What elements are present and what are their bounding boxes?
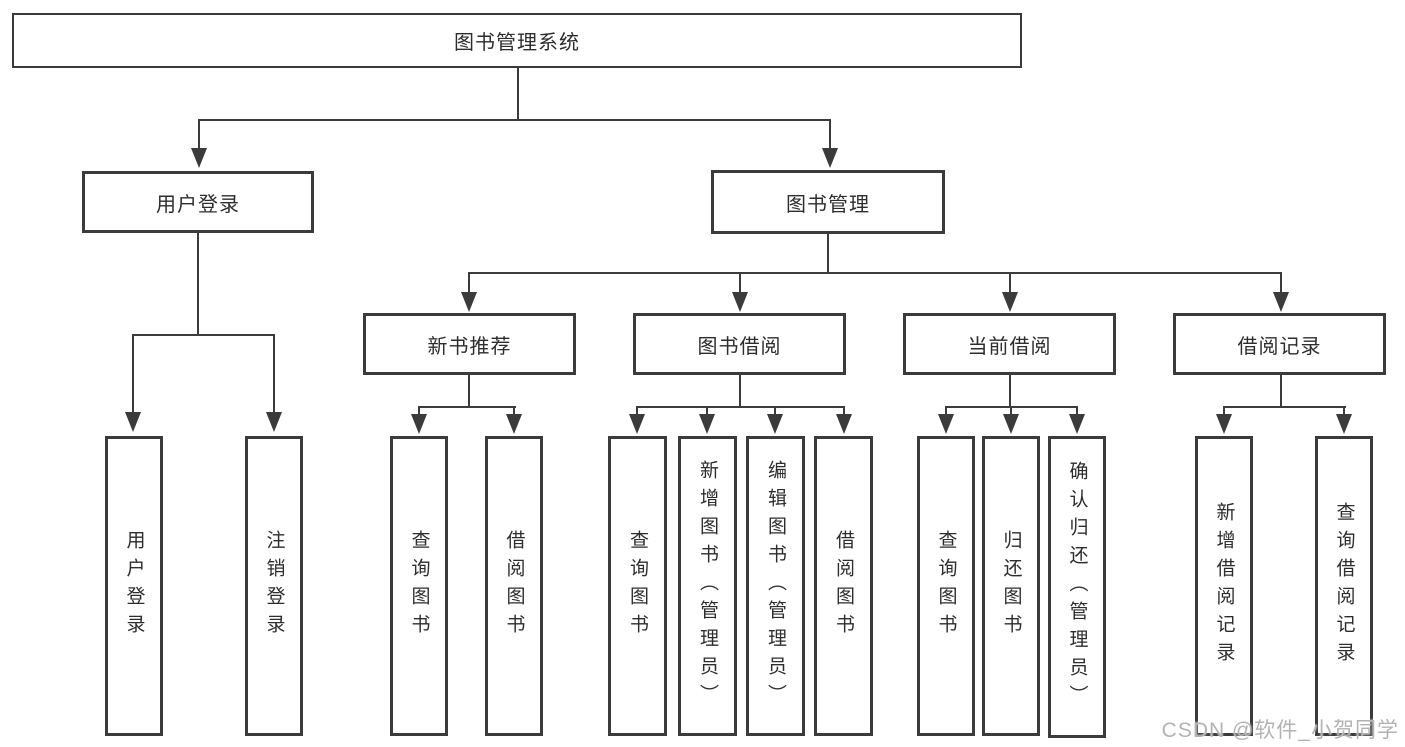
connector-hline	[1223, 406, 1346, 408]
leaf-query-books-2: 查询图书	[608, 436, 667, 736]
leaf-label: 用户登录	[123, 530, 145, 642]
node-root-system: 图书管理系统	[12, 13, 1022, 68]
leaf-label: 查询图书	[627, 530, 648, 642]
connector-stem	[774, 406, 776, 416]
node-current-borrow: 当前借阅	[903, 313, 1116, 375]
connector-stem	[1010, 406, 1012, 416]
leaf-logout: 注销登录	[245, 436, 303, 736]
connector-book-mgmt-trunk	[827, 234, 829, 274]
arrow-down-icon	[266, 412, 282, 432]
connector-stem	[739, 272, 741, 294]
connector-stem	[739, 375, 741, 408]
connector-user-login-trunk	[197, 233, 199, 336]
node-book-borrow: 图书借阅	[633, 313, 846, 375]
leaf-label: 注销登录	[263, 530, 285, 642]
connector-stem	[843, 406, 845, 416]
leaf-label: 借阅图书	[503, 530, 525, 642]
arrow-down-icon	[411, 414, 427, 434]
connector-stem	[1009, 272, 1011, 294]
connector-stem	[468, 272, 470, 294]
leaf-label: 新增图书（管理员）	[697, 460, 718, 712]
arrow-down-icon	[1069, 414, 1085, 434]
leaf-query-books-3: 查询图书	[917, 436, 975, 736]
connector-stem	[513, 406, 515, 416]
arrow-down-icon	[461, 292, 477, 312]
arrow-down-icon	[767, 414, 783, 434]
connector-stem	[636, 406, 638, 416]
node-new-book-recommend: 新书推荐	[363, 313, 576, 375]
arrow-down-icon	[1003, 414, 1019, 434]
arrow-down-icon	[836, 414, 852, 434]
leaf-label: 确认归还（管理员）	[1066, 461, 1088, 713]
csdn-watermark: CSDN @软件_小贺同学	[1161, 719, 1399, 742]
leaf-label: 查询图书	[408, 530, 430, 642]
node-borrow-record: 借阅记录	[1173, 313, 1386, 375]
connector-stem	[945, 406, 947, 416]
connector-root-trunk	[517, 68, 519, 121]
connector-stem	[198, 119, 200, 151]
connector-hline	[636, 406, 845, 408]
connector-stem	[829, 119, 831, 151]
leaf-user-login: 用户登录	[105, 436, 163, 736]
arrow-down-icon	[1273, 292, 1289, 312]
arrow-down-icon	[629, 414, 645, 434]
leaf-label: 查询图书	[935, 530, 957, 642]
arrow-down-icon	[822, 148, 838, 168]
leaf-label: 借阅图书	[833, 530, 854, 642]
leaf-return-book: 归还图书	[982, 436, 1040, 736]
arrow-down-icon	[1336, 414, 1352, 434]
connector-stem	[1009, 375, 1011, 408]
connector-stem	[468, 375, 470, 408]
leaf-label: 归还图书	[1000, 530, 1022, 642]
arrow-down-icon	[1002, 292, 1018, 312]
connector-user-login-hline	[133, 334, 275, 336]
arrow-down-icon	[732, 292, 748, 312]
leaf-confirm-return-admin: 确认归还（管理员）	[1048, 436, 1106, 738]
connector-hline	[418, 406, 516, 408]
leaf-label: 新增借阅记录	[1213, 502, 1235, 670]
leaf-query-borrow-record: 查询借阅记录	[1315, 436, 1373, 736]
connector-stem	[1223, 406, 1225, 416]
arrow-down-icon	[1216, 414, 1232, 434]
leaf-edit-book-admin: 编辑图书（管理员）	[746, 436, 805, 736]
leaf-add-borrow-record: 新增借阅记录	[1195, 436, 1253, 736]
leaf-label: 编辑图书（管理员）	[765, 460, 786, 712]
connector-stem	[418, 406, 420, 416]
node-user-login-branch: 用户登录	[82, 171, 314, 233]
leaf-borrow-books-2: 借阅图书	[814, 436, 873, 736]
arrow-down-icon	[125, 412, 141, 432]
connector-stem	[1343, 406, 1345, 416]
connector-stem	[132, 334, 134, 414]
connector-stem	[1280, 375, 1282, 408]
connector-stem	[273, 334, 275, 414]
leaf-label: 查询借阅记录	[1333, 502, 1355, 670]
arrow-down-icon	[699, 414, 715, 434]
leaf-add-book-admin: 新增图书（管理员）	[678, 436, 737, 736]
connector-level1-hline	[198, 119, 831, 121]
arrow-down-icon	[938, 414, 954, 434]
connector-stem	[1076, 406, 1078, 416]
leaf-borrow-books-1: 借阅图书	[485, 436, 543, 736]
connector-level3-hline	[469, 272, 1282, 274]
connector-stem	[1280, 272, 1282, 294]
arrow-down-icon	[191, 148, 207, 168]
leaf-query-books-1: 查询图书	[390, 436, 448, 736]
node-book-management-branch: 图书管理	[711, 170, 945, 234]
arrow-down-icon	[506, 414, 522, 434]
connector-stem	[706, 406, 708, 416]
